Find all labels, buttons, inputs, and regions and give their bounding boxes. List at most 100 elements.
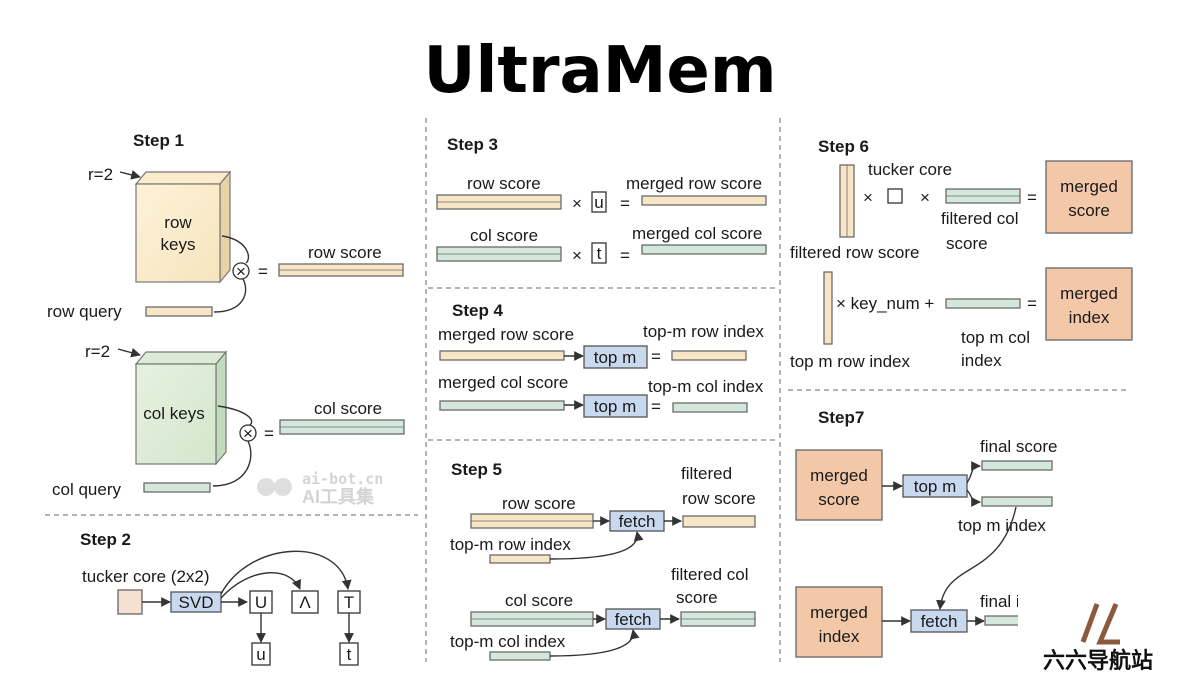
top-m-box: [902, 474, 968, 498]
times-sign: ×: [572, 194, 582, 213]
r-label-top: r=2: [88, 165, 113, 184]
top-m-col-index-bar: [489, 651, 551, 661]
svd-label: SVD: [179, 593, 214, 612]
step5-panel: Step 5 filtered row score row score fetc…: [450, 460, 756, 661]
top-m-row-index-bar: [823, 271, 833, 345]
tucker-core-block: [117, 589, 143, 615]
merged-row-score-label: merged row score: [438, 325, 574, 344]
tucker-core-label: tucker core: [868, 160, 952, 179]
merged-col-score-label: merged col score: [438, 373, 568, 392]
top-m-label: top m: [914, 477, 957, 496]
equals-sign: =: [651, 347, 661, 366]
row-query-label: row query: [47, 302, 122, 321]
merged-score-label-1: merged: [1060, 177, 1118, 196]
row-query-bar: [145, 306, 213, 317]
lambda-label: Λ: [299, 593, 311, 612]
step4-label: Step 4: [452, 301, 504, 320]
final-score-label: final score: [980, 437, 1057, 456]
step6-panel: Step 6 tucker core × × = filtered col sc…: [790, 137, 1133, 371]
col-keys-block: col keys: [134, 350, 228, 466]
top-m-row-index-bar: [671, 350, 747, 361]
tucker-core-label: tucker core (2x2): [82, 567, 210, 586]
equals-sign: =: [651, 397, 661, 416]
filtered-col-score-label-1: filtered col: [671, 565, 748, 584]
top-m-index-bar: [981, 496, 1053, 507]
merged-index-label-2: index: [1069, 308, 1110, 327]
col-score-label: col score: [470, 226, 538, 245]
key-num-label: × key_num +: [836, 294, 934, 313]
fetch-label: fetch: [921, 612, 958, 631]
step3-panel: Step 3 row score × u = merged row score …: [436, 135, 767, 265]
filtered-col-score-label-2: score: [676, 588, 718, 607]
merged-score-block: [1045, 160, 1133, 234]
merged-index-label-1: merged: [1060, 284, 1118, 303]
tensor-product-icon: [232, 262, 250, 280]
top-m-row-index-label: top-m row index: [643, 322, 764, 341]
times-sign: ×: [572, 246, 582, 265]
step2-label: Step 2: [80, 530, 131, 549]
col-score-label: col score: [505, 591, 573, 610]
merged-score-label-1: merged: [810, 466, 868, 485]
svg-text:×: ×: [236, 262, 246, 281]
watermark: ai-bot.cn AI工具集: [257, 470, 383, 507]
watermark-domain: ai-bot.cn: [302, 470, 383, 488]
u-vector-label: u: [256, 645, 265, 664]
section-dividers: [45, 118, 1130, 662]
merged-score-label-2: score: [1068, 201, 1110, 220]
row-keys-label-2: keys: [161, 235, 196, 254]
top-m-label: top m: [594, 397, 637, 416]
merged-score-block: [795, 449, 883, 521]
merged-index-block: [795, 586, 883, 658]
top-m-label: top m: [594, 348, 637, 367]
fetch-label: fetch: [619, 512, 656, 531]
times-sign: ×: [920, 188, 930, 207]
step2-panel: Step 2 tucker core (2x2) SVD U Λ T u t: [80, 530, 361, 666]
filtered-col-score-label-1: filtered col: [941, 209, 1018, 228]
col-query-label: col query: [52, 480, 121, 499]
row-score-label: row score: [502, 494, 576, 513]
col-query-bar: [143, 482, 211, 493]
filtered-col-score-label-2: score: [946, 234, 988, 253]
u-matrix-label: U: [255, 593, 267, 612]
step7-panel: Step7 merged score top m final score top…: [795, 408, 1057, 658]
equals-sign: =: [620, 246, 630, 265]
svg-text:×: ×: [243, 424, 253, 443]
merged-col-score-bar: [439, 400, 565, 411]
step1-panel: Step 1 r=2 row keys × = row score row qu…: [47, 131, 405, 507]
tucker-core-box: [887, 188, 903, 204]
merged-col-score-bar: [641, 244, 767, 255]
row-score-label: row score: [467, 174, 541, 193]
top-m-col-index-label-1: top m col: [961, 328, 1030, 347]
filtered-row-score-label-1: filtered: [681, 464, 732, 483]
lambda-box: [291, 590, 319, 614]
step6-label: Step 6: [818, 137, 869, 156]
top-m-box: [583, 394, 648, 418]
filtered-row-score-label-2: row score: [682, 489, 756, 508]
filtered-row-score-label: filtered row score: [790, 243, 919, 262]
brand-logo: 六六导航站: [1018, 590, 1168, 675]
page-title: UltraMem: [423, 34, 776, 108]
merged-row-score-bar: [439, 350, 565, 361]
brand-name: 六六导航站: [1043, 648, 1153, 674]
row-keys-block: row keys: [134, 170, 232, 284]
top-m-row-index-label: top m row index: [790, 352, 910, 371]
top-m-col-index-label: top-m col index: [648, 377, 764, 396]
merged-row-score-label: merged row score: [626, 174, 762, 193]
top-m-col-index-bar: [945, 298, 1021, 309]
top-m-box: [583, 345, 648, 369]
final-score-bar: [981, 460, 1053, 471]
t-vector-label: t: [347, 645, 352, 664]
top-m-col-index-label-2: index: [961, 351, 1002, 370]
equals-sign: =: [1027, 188, 1037, 207]
merged-col-score-label: merged col score: [632, 224, 762, 243]
equals-sign: =: [264, 424, 274, 443]
top-m-row-index-bar: [489, 554, 551, 564]
top-m-col-index-label: top-m col index: [450, 632, 566, 651]
col-keys-label: col keys: [143, 404, 204, 423]
top-m-col-index-bar: [672, 402, 748, 413]
r-label-bottom: r=2: [85, 342, 110, 361]
row-score-label: row score: [308, 243, 382, 262]
times-sign: ×: [863, 188, 873, 207]
merged-index-label-1: merged: [810, 603, 868, 622]
